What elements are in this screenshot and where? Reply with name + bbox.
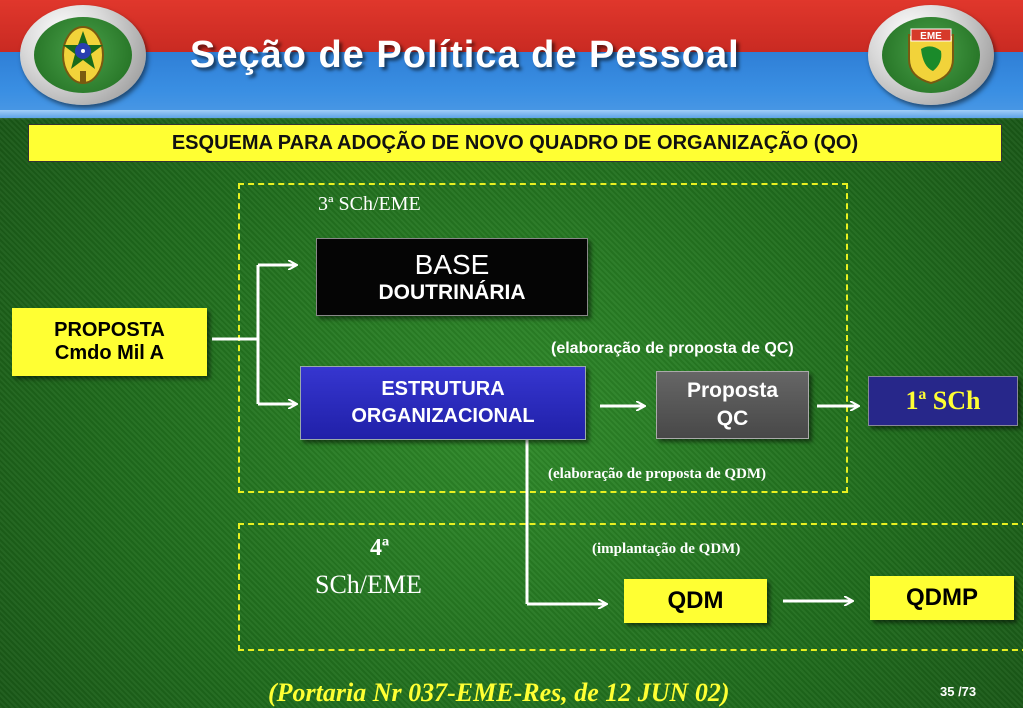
header-banner: [0, 0, 1023, 120]
section-4sch-label-line2: SCh/EME: [315, 570, 422, 599]
section-4sch-label-line1: 4ª: [370, 535, 390, 561]
annotation-elab-qc: (elaboração de proposta de QC): [551, 340, 794, 357]
node-1-sch: 1ª SCh: [868, 376, 1018, 426]
node-qdm: QDM: [624, 579, 767, 623]
eme-shield-icon: EME: [868, 5, 994, 105]
node-proposta-qc: Proposta QC: [656, 371, 809, 439]
node-estrutura-organizacional: ESTRUTURA ORGANIZACIONAL: [300, 366, 586, 440]
diagram-heading: ESQUEMA PARA ADOÇÃO DE NOVO QUADRO DE OR…: [28, 124, 1002, 162]
section-3sch-label: 3ª SCh/EME: [318, 193, 421, 215]
eme-emblem-text: EME: [920, 31, 942, 42]
annotation-elab-qdm: (elaboração de proposta de QDM): [548, 466, 767, 482]
section-4sch-frame: [238, 523, 1023, 651]
page-number: 35 /73: [940, 684, 977, 699]
portaria-reference: (Portaria Nr 037-EME-Res, de 12 JUN 02): [268, 678, 730, 707]
page-title: Seção de Política de Pessoal: [190, 34, 740, 76]
node-base-doutrinaria: BASE DOUTRINÁRIA: [316, 238, 588, 316]
annotation-impl-qdm: (implantação de QDM): [592, 541, 741, 557]
node-qdmp: QDMP: [870, 576, 1014, 620]
army-star-emblem-icon: [20, 5, 146, 105]
node-proposta-cmdo-mil-a: PROPOSTA Cmdo Mil A: [12, 308, 207, 376]
